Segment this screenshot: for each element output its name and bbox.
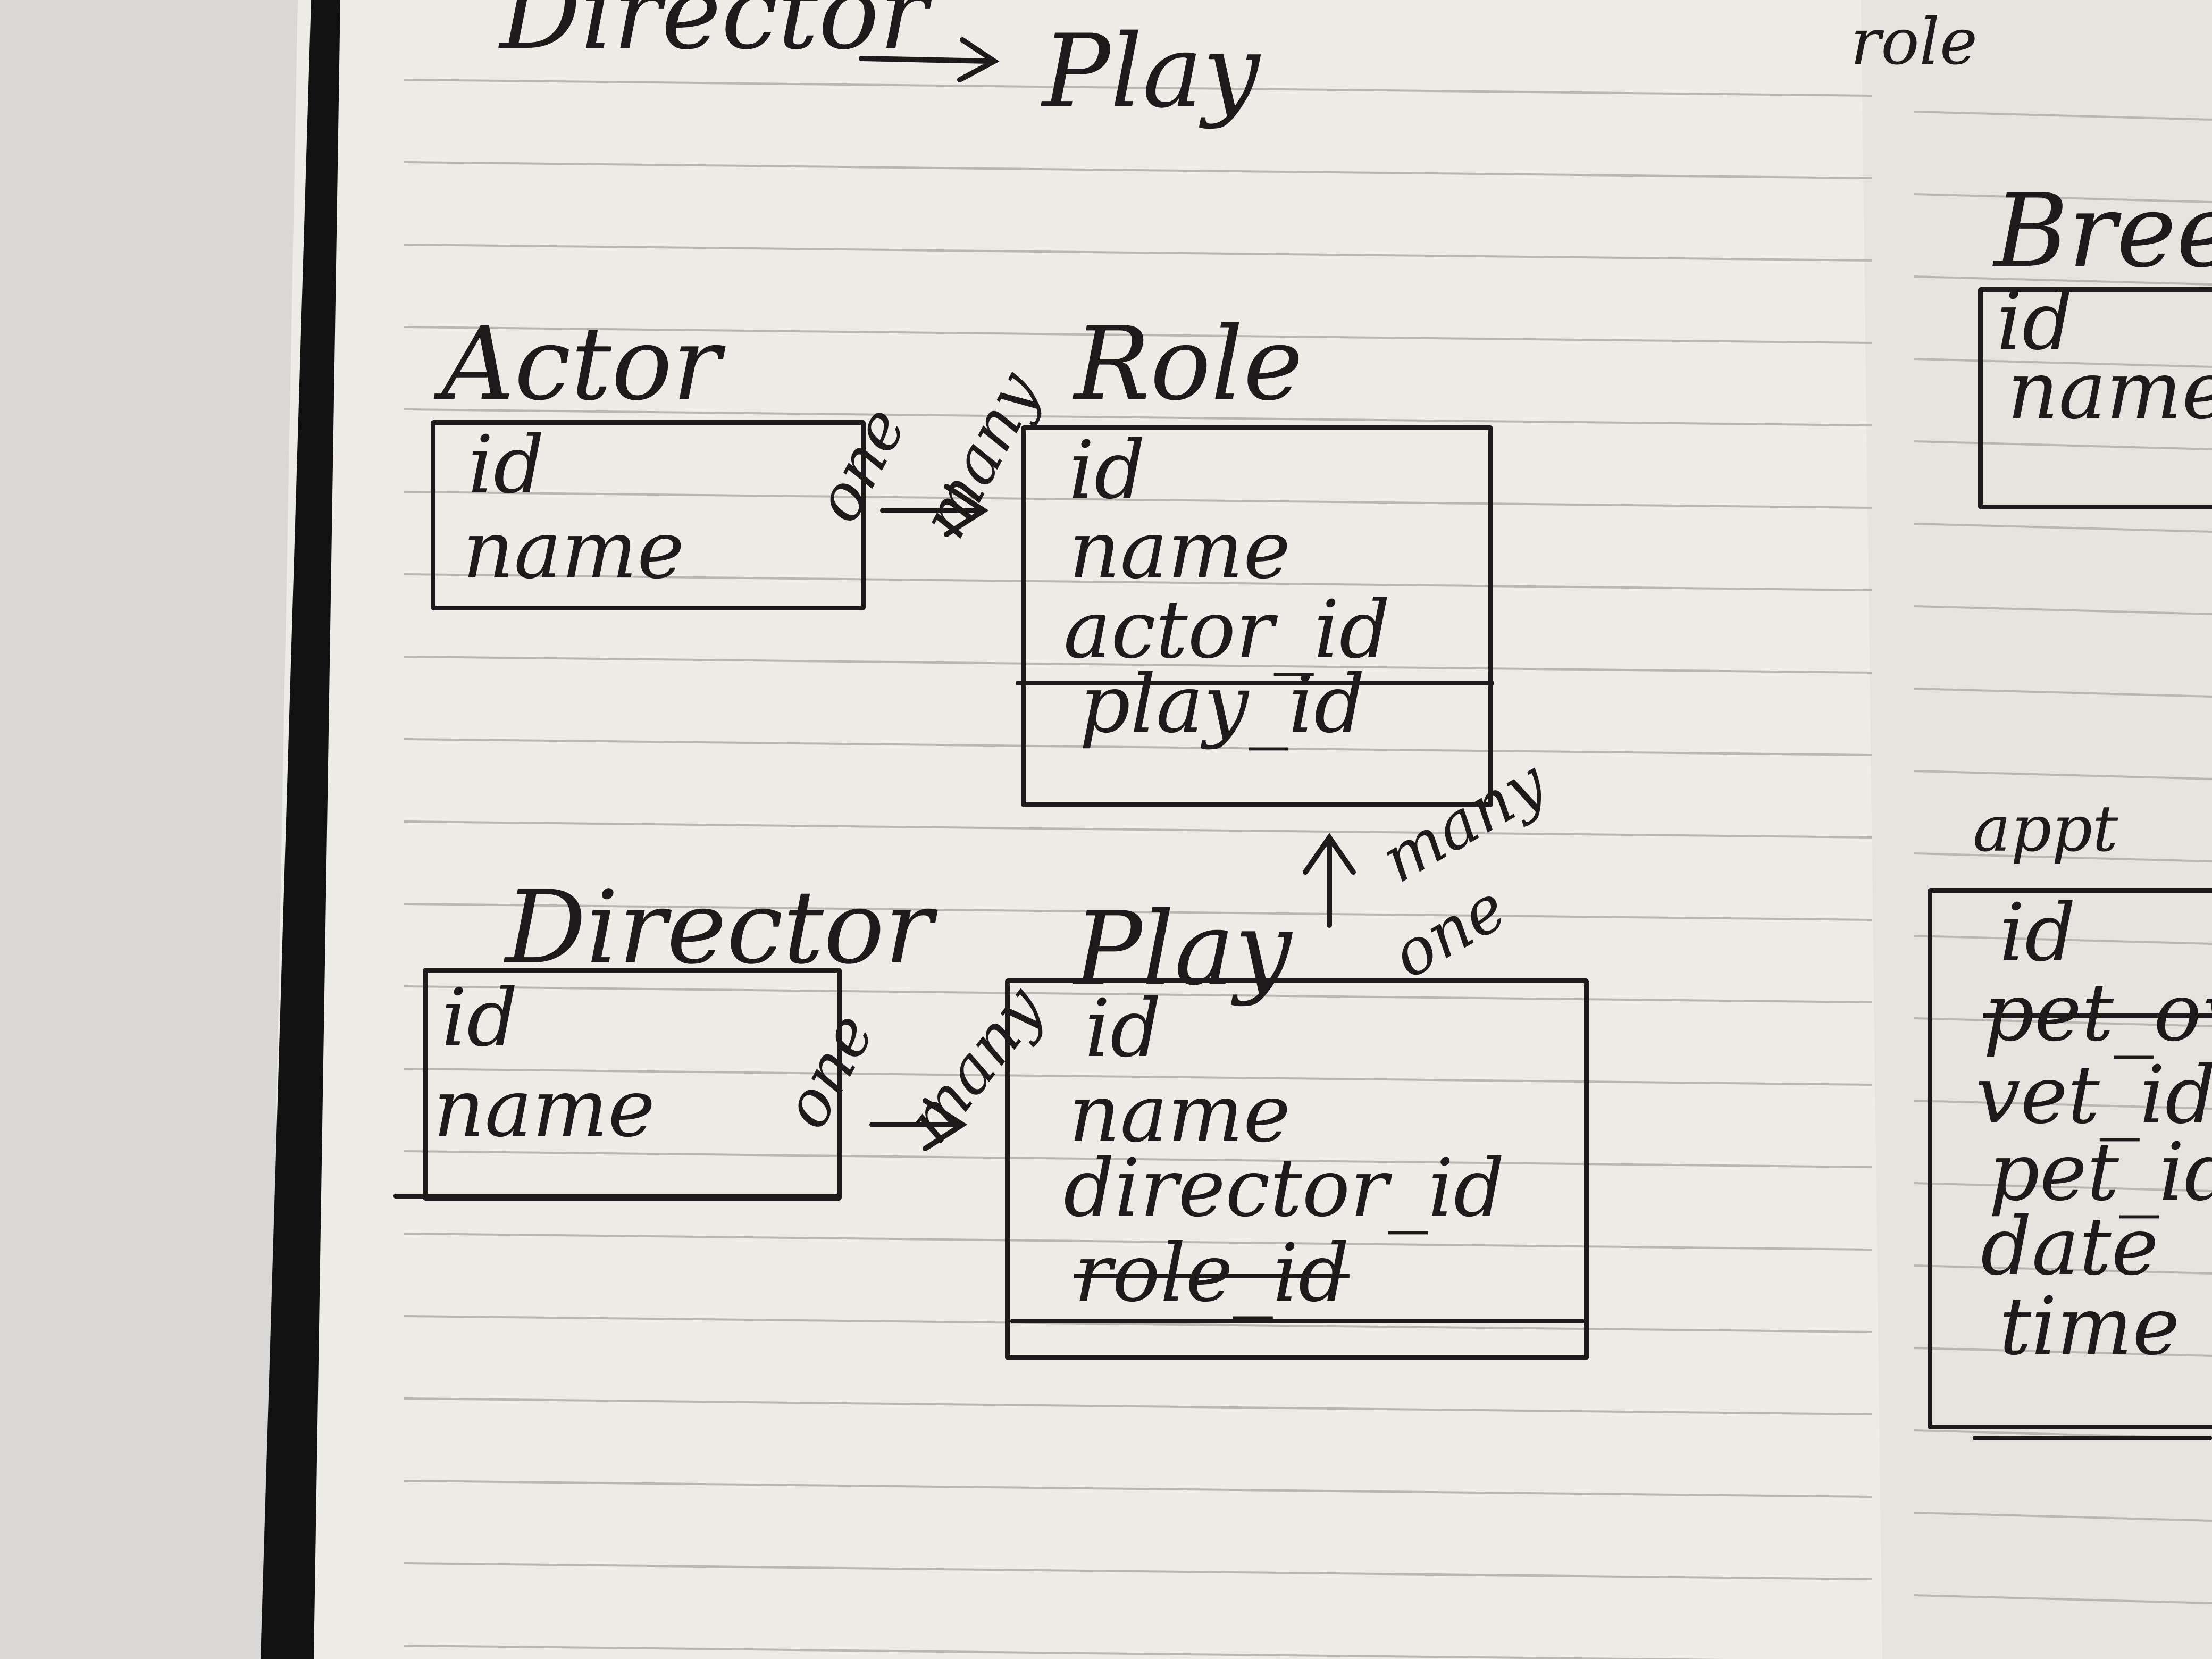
ruled-line xyxy=(404,1562,1872,1580)
role-field-play-id: play_id xyxy=(1079,658,1365,751)
ruled-line xyxy=(404,491,1872,509)
breed-entity-title: Breed xyxy=(1994,172,2212,290)
appt-field-vet-id: vet_id xyxy=(1975,1049,2212,1142)
ruled-line xyxy=(404,1480,1872,1498)
role-entity-box xyxy=(1021,425,1493,807)
play-field-director-id: director_id xyxy=(1063,1142,1505,1235)
director-play-arrow-icon xyxy=(869,1098,968,1151)
ruled-line xyxy=(1914,358,2212,368)
breed-entity-box xyxy=(1978,287,2212,509)
role-entity-title: Role xyxy=(1074,305,1303,423)
header-to-label: Play xyxy=(1042,13,1260,130)
ruled-line xyxy=(1914,688,2212,698)
ruled-line xyxy=(1914,1017,2212,1027)
ruled-line xyxy=(1914,523,2212,533)
ruled-line xyxy=(404,1645,1725,1659)
ruled-line xyxy=(404,903,1872,921)
ruled-line xyxy=(1914,770,2212,780)
ruled-line xyxy=(404,79,1872,97)
appt-field-time: time xyxy=(1999,1280,2180,1373)
play-field-name: name xyxy=(1069,1068,1291,1160)
ruled-line xyxy=(1914,1347,2212,1357)
ruled-line xyxy=(404,408,1872,426)
ruled-line xyxy=(404,1233,1872,1251)
play-entity-box xyxy=(1005,978,1589,1360)
play-divider xyxy=(1010,1319,1585,1323)
play-field-id: id xyxy=(1085,983,1161,1075)
ruled-line xyxy=(404,1315,1872,1333)
actor-entity-box xyxy=(431,420,866,610)
ruled-line xyxy=(404,820,1872,839)
appt-field-date: date xyxy=(1981,1201,2159,1293)
actor-field-name: name xyxy=(463,504,685,597)
ruled-line xyxy=(1914,852,2212,862)
ruled-line xyxy=(404,161,1872,179)
ruled-line xyxy=(1914,275,2212,286)
appt-underline xyxy=(1973,1436,2212,1440)
ruled-line xyxy=(404,326,1872,344)
ruled-line xyxy=(1914,440,2212,450)
ruled-line xyxy=(404,573,1872,591)
ruled-line xyxy=(1914,111,2212,121)
ruled-line xyxy=(404,656,1872,674)
play-role-arrow-icon xyxy=(1303,833,1356,928)
actor-role-arrow-icon xyxy=(880,484,989,537)
director-entity-title: Director xyxy=(505,869,933,986)
role-divider xyxy=(1016,681,1494,685)
ruled-line xyxy=(1914,1512,2212,1522)
appt-entity-title: appt xyxy=(1973,792,2118,866)
breed-field-id: id xyxy=(1997,275,2073,368)
director-underline xyxy=(393,1194,840,1199)
ruled-line xyxy=(1914,193,2212,203)
actor-entity-title: Actor xyxy=(441,305,721,423)
appt-field-pet-id: pet_id xyxy=(1989,1126,2212,1219)
appt-field-pet-owner-struck: pet_owner xyxy=(1983,967,2212,1059)
role-field-actor-id: actor_id xyxy=(1063,584,1390,676)
ruled-line xyxy=(1914,1100,2212,1110)
breed-field-name: name xyxy=(2007,345,2212,437)
ruled-line xyxy=(404,985,1872,1003)
role-field-id: id xyxy=(1069,424,1145,517)
ruled-line xyxy=(404,1150,1872,1168)
ruled-line xyxy=(404,1068,1872,1086)
ruled-line xyxy=(404,244,1872,262)
header-arrow-icon xyxy=(859,37,1000,82)
ruled-line xyxy=(1914,1594,2212,1604)
play-field-role-id-struck: role_id xyxy=(1074,1227,1350,1320)
ruled-line xyxy=(1914,935,2212,945)
appt-field-id: id xyxy=(1999,887,2076,979)
ruled-line xyxy=(1914,605,2212,615)
ruled-line xyxy=(1914,1182,2212,1192)
director-field-name: name xyxy=(433,1062,656,1155)
notebook-binding xyxy=(261,0,340,1659)
director-field-id: id xyxy=(441,972,518,1065)
header-right-fragment: role xyxy=(1850,5,1978,79)
appt-entity-box xyxy=(1928,888,2212,1429)
ruled-line xyxy=(1914,1264,2212,1275)
ruled-line xyxy=(404,738,1872,756)
header-from-label: Director xyxy=(500,0,928,72)
actor-field-id: id xyxy=(468,419,544,512)
role-field-name: name xyxy=(1069,504,1291,597)
ruled-line xyxy=(404,1397,1872,1415)
